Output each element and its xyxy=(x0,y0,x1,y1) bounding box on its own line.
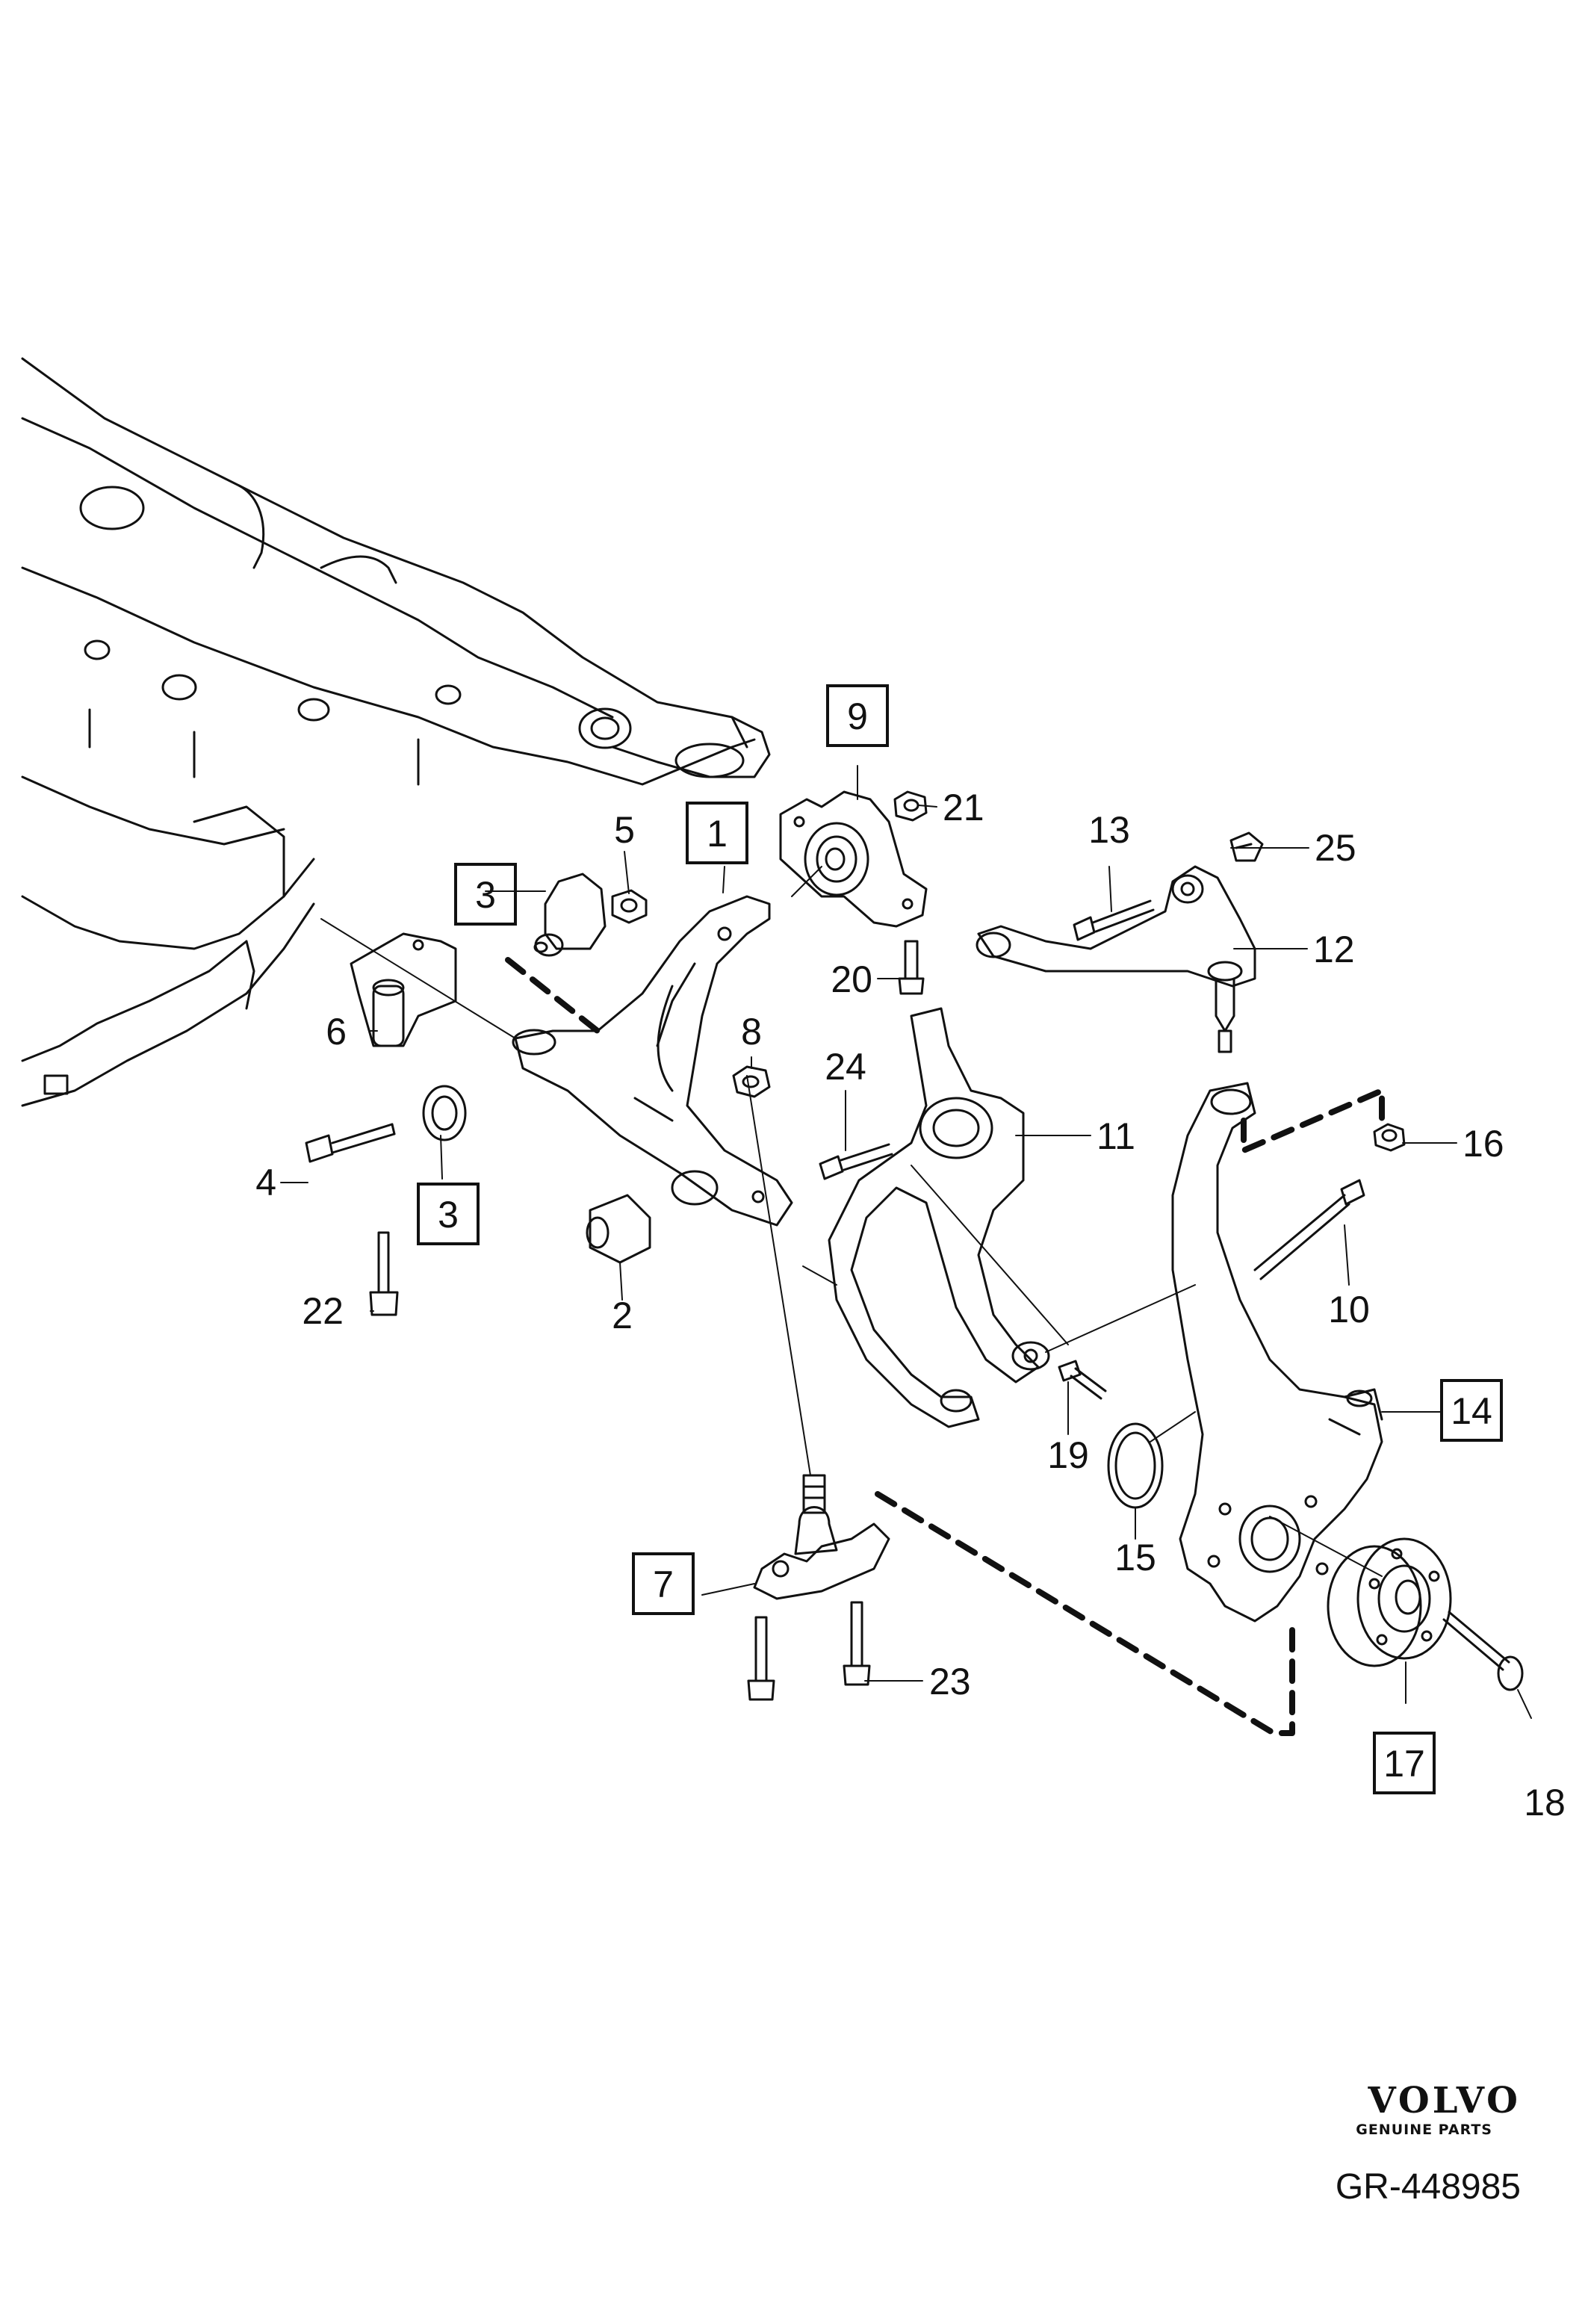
part-number-7: 7 xyxy=(653,1564,674,1605)
bolt-24-drawing xyxy=(819,1143,893,1180)
part-number-22: 22 xyxy=(302,1290,344,1332)
bolt-22-drawing xyxy=(369,1231,399,1316)
part-number-8: 8 xyxy=(741,1011,762,1053)
callout-box-7 xyxy=(632,1552,695,1615)
part-number-20: 20 xyxy=(831,958,872,1000)
strut-knuckle-14-drawing xyxy=(1171,1082,1383,1623)
part-number-17: 17 xyxy=(1383,1743,1425,1785)
bushing-3-upper-drawing xyxy=(533,873,607,957)
brand-tagline: GENUINE PARTS xyxy=(1356,2122,1492,2138)
callout-box-3-upper xyxy=(454,863,517,926)
drawing-reference-number: GR-448985 xyxy=(1335,2167,1521,2207)
abs-sensor-ring-15-drawing xyxy=(1107,1422,1164,1509)
part-number-13: 13 xyxy=(1088,809,1130,851)
lower-control-arm-drawing xyxy=(512,895,793,1227)
bushing-3-lower-drawing xyxy=(422,1085,467,1141)
part-number-3-upper: 3 xyxy=(475,874,496,916)
volvo-logo: VOLVO xyxy=(1368,2080,1521,2122)
part-number-11: 11 xyxy=(1097,1115,1135,1157)
part-number-21: 21 xyxy=(943,787,984,828)
part-number-10: 10 xyxy=(1328,1289,1370,1330)
bolt-18-drawing xyxy=(1442,1611,1524,1691)
mounting-bracket-9-drawing xyxy=(779,790,928,928)
wheel-hub-17-drawing xyxy=(1327,1537,1452,1667)
callout-box-14 xyxy=(1440,1379,1503,1442)
nut-16-drawing xyxy=(1373,1123,1406,1152)
bolt-20-drawing xyxy=(898,940,925,995)
nut-8-drawing xyxy=(732,1065,771,1098)
bracket-6-drawing xyxy=(350,932,457,1047)
part-number-5: 5 xyxy=(614,809,635,851)
part-number-19: 19 xyxy=(1047,1434,1089,1476)
leader-lines xyxy=(280,765,1532,1719)
part-number-16: 16 xyxy=(1463,1123,1504,1165)
bushing-2-drawing xyxy=(586,1194,651,1264)
subframe-drawing xyxy=(21,357,771,1107)
brand-block: VOLVO GENUINE PARTS xyxy=(1356,2083,1521,2138)
part-number-25: 25 xyxy=(1315,827,1356,869)
bolt-19-drawing xyxy=(1058,1360,1107,1400)
part-number-18: 18 xyxy=(1524,1782,1566,1823)
part-number-23: 23 xyxy=(929,1661,971,1702)
steering-knuckle-11-drawing xyxy=(828,1007,1050,1428)
bolt-13-drawing xyxy=(1073,899,1155,941)
part-number-3-lower: 3 xyxy=(438,1194,459,1236)
ball-joint-7-drawing xyxy=(753,1474,890,1600)
part-number-15: 15 xyxy=(1114,1537,1156,1578)
callout-box-17 xyxy=(1373,1732,1436,1794)
part-number-2: 2 xyxy=(612,1295,633,1336)
callout-box-9 xyxy=(826,684,889,747)
part-number-14: 14 xyxy=(1451,1390,1492,1432)
part-number-6: 6 xyxy=(326,1011,347,1053)
part-number-24: 24 xyxy=(825,1046,866,1088)
part-number-4: 4 xyxy=(255,1162,276,1203)
dashed-relation-lines xyxy=(505,957,1385,1736)
part-number-9: 9 xyxy=(847,695,868,737)
bolt-23-drawing xyxy=(747,1601,871,1701)
bolt-10-drawing xyxy=(1253,1179,1365,1280)
callout-box-1 xyxy=(686,802,748,864)
part-number-12: 12 xyxy=(1313,929,1355,970)
nut-5-drawing xyxy=(611,889,648,924)
callout-box-3-lower xyxy=(417,1183,480,1245)
part-number-1: 1 xyxy=(707,813,728,855)
upper-control-arm-12-drawing xyxy=(976,865,1256,1053)
bolt-4-drawing xyxy=(305,1123,396,1163)
nut-25-drawing xyxy=(1229,831,1264,862)
